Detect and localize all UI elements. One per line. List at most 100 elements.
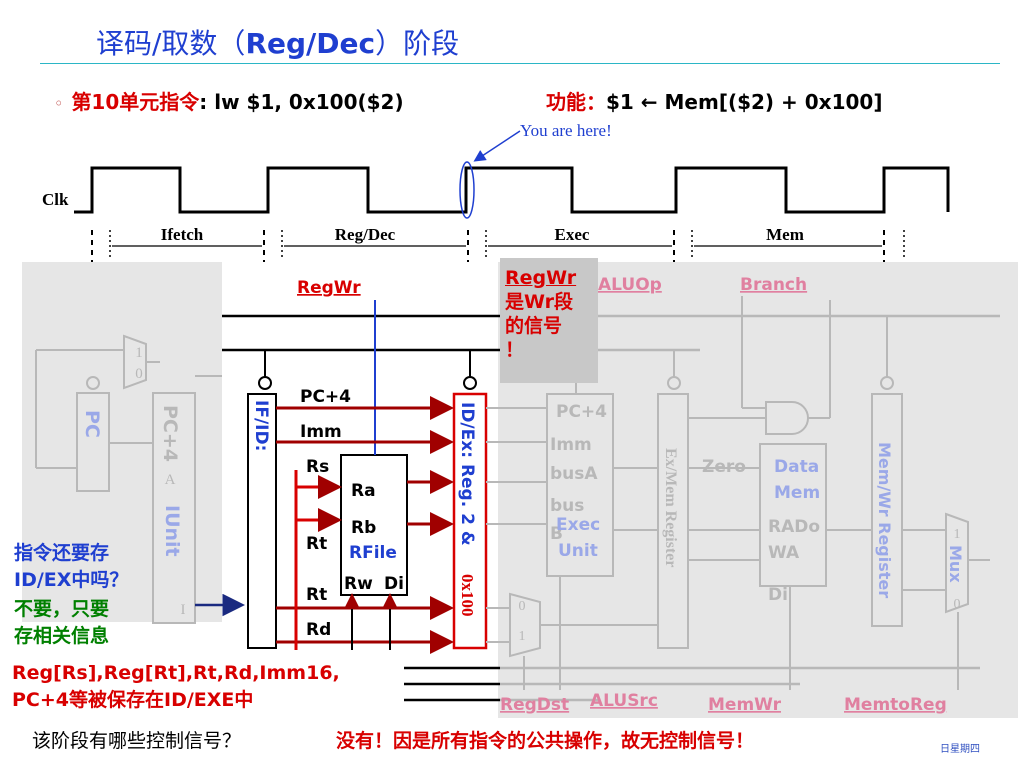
exec-busb2: B: [550, 524, 563, 544]
rfile-name: RFile: [349, 543, 397, 563]
bottom-control-lines-faded: [500, 666, 980, 702]
exec-pc4: PC+4: [556, 402, 607, 422]
rado-label: RADo: [768, 517, 820, 537]
regwr-popup: [500, 258, 598, 383]
ifid-out-rs: Rs: [306, 457, 329, 477]
iunit-a-label: A: [165, 472, 176, 488]
title-rule: [40, 63, 1000, 64]
memtoreg-mux-label: Mux: [946, 545, 965, 583]
ifid-out-imm: Imm: [300, 422, 342, 442]
left-question-line1: 指令还要存: [14, 542, 110, 564]
idex-clock-bubble: [463, 376, 477, 390]
aluop-label: ALUOp: [598, 275, 662, 295]
exec-busa: busA: [550, 464, 598, 484]
stage-ifetch: Ifetch: [161, 225, 204, 244]
title-suffix: ）阶段: [375, 27, 460, 60]
bottom-control-lines: [404, 666, 500, 702]
ifid-out-pc4: PC+4: [300, 387, 351, 407]
wa-label: WA: [768, 543, 800, 563]
saved-note: Reg[Rs],Reg[Rt],Rt,Rd,Imm16, PC+4等被保存在ID…: [12, 660, 340, 714]
ifid-out-rt1: Rt: [306, 534, 327, 554]
instruction-text: : lw $1, 0x100($2): [199, 90, 404, 114]
ifid-out-rd: Rd: [306, 620, 331, 640]
regdst-label: RegDst: [500, 695, 569, 715]
popup-line1: RegWr: [505, 267, 577, 289]
you-are-here-label: You are here!: [520, 121, 612, 140]
exmem-register: [657, 393, 689, 649]
iunit-label: IUnit: [161, 505, 183, 557]
pc-label: PC: [81, 410, 103, 438]
title-prefix: 译码/取数（: [96, 27, 246, 60]
stage-regdec: Reg/Dec: [335, 225, 396, 244]
bullet-marker: ◦: [54, 94, 64, 113]
memtoreg-label: MemtoReg: [844, 695, 947, 715]
footer-date: 日星期四: [940, 744, 980, 755]
exec-unit-box: [546, 393, 614, 577]
top-bus-lines: [222, 314, 500, 352]
instruction-line: ◦ 第10单元指令: lw $1, 0x100($2): [54, 86, 404, 115]
rfile-di: Di: [384, 574, 404, 594]
exec-unit-label1: Exec: [556, 515, 600, 535]
pc-mux-one: 1: [135, 345, 143, 361]
branch-label: Branch: [740, 275, 807, 295]
bottom-question: 该阶段有哪些控制信号？: [32, 730, 242, 752]
ifid-clock-bubble: [258, 376, 272, 390]
rfile-rb: Rb: [351, 518, 376, 538]
ifid-label: IF/ID:: [251, 400, 271, 451]
rfile-rw: Rw: [344, 574, 373, 594]
saved-note-line2: PC+4等被保存在ID/EXE中: [12, 689, 254, 711]
memtoreg-mux-one: 1: [954, 527, 961, 542]
data-mem-label2: Mem: [774, 483, 820, 503]
idex-label-red: 0x100: [458, 574, 477, 617]
pc4-unit-label: PC+4: [159, 405, 181, 462]
saved-note-line1: Reg[Rs],Reg[Rt],Rt,Rd,Imm16,: [12, 662, 340, 684]
you-are-here-arrow: [473, 130, 521, 162]
page-title: 译码/取数（Reg/Dec）阶段: [96, 22, 459, 62]
clock-label: Clk: [42, 190, 69, 209]
exec-faded-units: [486, 296, 990, 690]
popup-line2: 是Wr段: [505, 291, 573, 313]
alusrc-label: ALUSrc: [590, 691, 658, 711]
instruction-label: 第10单元指令: [71, 90, 200, 114]
idex-register: [452, 392, 488, 650]
exec-imm: Imm: [550, 435, 592, 455]
left-answer: 不要，只要 存相关信息: [14, 596, 109, 650]
title-bold: Reg/Dec: [245, 27, 376, 60]
memwr-register: [871, 393, 903, 627]
rfile-ra: Ra: [351, 481, 376, 501]
function-label: 功能：: [546, 90, 606, 114]
exec-busb1: bus: [550, 496, 584, 516]
data-mem-label1: Data: [774, 457, 819, 477]
iunit-i-label: I: [181, 602, 186, 618]
ifid-out-rt2: Rt: [306, 585, 327, 605]
left-answer-line2: 存相关信息: [14, 625, 110, 647]
regdst-mux-one: 1: [519, 629, 526, 644]
regdst-mux: [509, 592, 541, 658]
zero-label: Zero: [702, 457, 746, 477]
ifetch-faded-units: [35, 334, 222, 624]
popup-line3: 的信号: [505, 315, 563, 337]
exmem-label: Ex/Mem Register: [662, 448, 679, 568]
regwr-label: RegWr: [297, 278, 361, 298]
left-question: 指令还要存 ID/EX中吗？: [14, 540, 128, 594]
dm-di-label: Di: [768, 585, 788, 605]
function-line: 功能：$1 ← Mem[($2) + 0x100]: [546, 86, 882, 115]
clock-waveform: [74, 166, 950, 214]
popup-line4: ！: [505, 339, 525, 361]
stage-mem: Mem: [766, 225, 804, 244]
left-question-line2: ID/EX中吗？: [14, 569, 129, 591]
memwr-reg-label: Mem/Wr Register: [875, 442, 894, 598]
ifid-register: [247, 393, 277, 649]
idex-label-blue: ID/Ex: Reg. 2 &: [457, 402, 477, 546]
you-are-here-ellipse: [459, 161, 475, 219]
data-mem-box: [759, 443, 827, 587]
regwr-popup-text: RegWr 是Wr段 的信号 ！: [505, 266, 597, 362]
stage-exec: Exec: [555, 225, 590, 244]
memtoreg-mux: [945, 512, 969, 614]
pc-mux: [123, 334, 147, 390]
iunit-box: [152, 392, 196, 624]
exec-unit-label2: Unit: [558, 541, 598, 561]
pc-clock-bubble: [86, 376, 100, 390]
memwr-label: MemWr: [708, 695, 782, 715]
